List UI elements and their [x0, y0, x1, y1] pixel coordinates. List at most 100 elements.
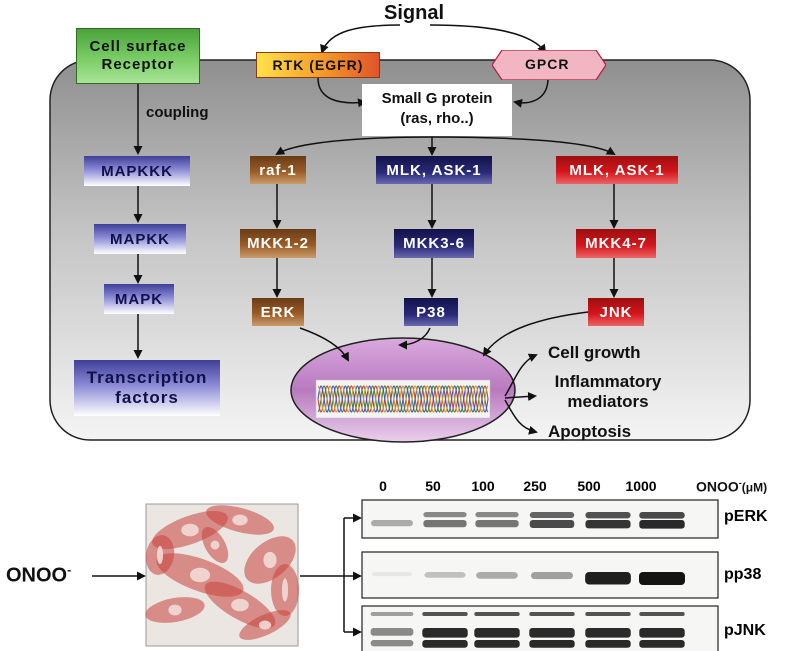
rtk-to-smallg-arrow	[317, 77, 367, 108]
cell-nucleus	[156, 546, 164, 564]
pjnk-label: pJNK	[724, 622, 766, 639]
concentration-unit-label: ONOO-(μM)	[696, 478, 767, 495]
blot-band	[370, 612, 414, 616]
tf-line2: factors	[115, 388, 179, 407]
p38-to-nucleus-arrow	[398, 327, 431, 350]
blot-band	[474, 640, 520, 648]
mkk36-box: MKK3-6	[394, 229, 474, 258]
signal-arrow-right	[429, 24, 547, 54]
onoo-stimulus-label: ONOO-	[6, 563, 71, 588]
cell-nucleus	[168, 604, 182, 616]
blot-band	[530, 572, 574, 580]
smallg-to-raf-arrow	[275, 136, 433, 156]
erk-box: ERK	[252, 298, 304, 326]
blot-band	[371, 572, 413, 577]
to-inflam-arrow	[504, 391, 537, 401]
cell-nucleus	[231, 598, 249, 612]
blot-band	[585, 512, 631, 519]
blot-band	[639, 572, 685, 585]
cell-micrograph	[145, 503, 299, 647]
cell-surface-receptor-box: Cell surface Receptor	[76, 28, 200, 84]
cell-nucleus	[263, 551, 277, 569]
erk-to-nucleus-arrow	[299, 327, 349, 362]
mapk-box: MAPK	[104, 284, 174, 314]
to-growth-arrow	[504, 353, 538, 397]
mlk-ask1-red-box: MLK, ASK-1	[556, 156, 678, 184]
blot-panel	[361, 499, 719, 539]
inflammatory-mediators-label: Inflammatory mediators	[538, 372, 678, 412]
lane-header: 500	[577, 478, 601, 494]
jnk-box: JNK	[588, 298, 644, 326]
blot-band	[529, 520, 575, 528]
blot-band	[585, 572, 631, 585]
inflam-line2: mediators	[567, 392, 649, 411]
blot-band	[370, 640, 414, 647]
blot-band	[585, 612, 631, 616]
small-g-protein-box: Small G protein (ras, rho..)	[362, 84, 512, 136]
to-apoptosis-arrow	[504, 399, 538, 435]
unit-sup: -	[738, 478, 742, 488]
smallg-to-mlk-red-arrow	[431, 136, 616, 156]
western-blots	[361, 499, 719, 651]
blot-band	[371, 520, 413, 527]
lane-header: 100	[471, 478, 495, 494]
rtk-label: RTK (EGFR)	[272, 57, 364, 73]
blot-band	[423, 520, 467, 528]
blot-band	[370, 628, 414, 636]
rtk-egfr-box: RTK (EGFR)	[256, 52, 380, 78]
blot-band	[585, 640, 631, 648]
blot-band	[585, 520, 631, 529]
mapkkk-box: MAPKKK	[84, 156, 190, 186]
onoo-text: ONOO	[6, 564, 68, 587]
blot-band	[422, 628, 468, 638]
lane-header-row: 0 50 100 250 500 1000 ONOO-(μM)	[370, 478, 800, 500]
dna-strand	[317, 385, 489, 413]
small-g-examples: (ras, rho..)	[400, 110, 474, 127]
dna-helix-icon	[317, 385, 489, 413]
blot-band	[585, 628, 631, 638]
inflam-line1: Inflammatory	[554, 372, 662, 391]
cell-nucleus	[232, 514, 248, 526]
small-g-label: Small G protein	[381, 90, 493, 107]
mkk12-box: MKK1-2	[240, 229, 316, 258]
blot-band	[474, 612, 520, 616]
receptor-label: Cell surface Receptor	[89, 38, 187, 73]
cell-nucleus	[181, 523, 199, 537]
cell-growth-label: Cell growth	[548, 343, 641, 362]
blot-band	[529, 512, 575, 518]
raf1-box: raf-1	[250, 156, 306, 184]
blot-band	[529, 640, 575, 648]
blot-band	[475, 512, 519, 518]
mlk-ask1-box: MLK, ASK-1	[376, 156, 492, 184]
blot-band	[529, 612, 575, 616]
pp38-label: pp38	[724, 566, 762, 583]
gpcr-label: GPCR	[525, 56, 570, 72]
blot-band	[422, 640, 468, 648]
lane-header: 50	[425, 478, 441, 494]
mapkk-box: MAPKK	[94, 224, 186, 254]
blot-band	[423, 512, 467, 518]
cell-nucleus	[258, 620, 272, 630]
cell-nucleus	[281, 578, 289, 602]
gpcr-to-smallg-arrow	[513, 77, 549, 108]
blot-band	[476, 572, 518, 579]
blot-band	[474, 628, 520, 638]
unit-onoo-text: ONOO	[696, 478, 739, 495]
dna-strand	[317, 385, 489, 413]
blot-band	[639, 520, 685, 529]
blot-band	[639, 512, 685, 519]
blot-band	[424, 572, 466, 578]
blot-band	[639, 612, 685, 616]
p38-box: P38	[404, 298, 458, 326]
blot-band	[639, 628, 685, 638]
blot-band	[639, 640, 685, 648]
lane-header: 1000	[625, 478, 657, 494]
dna-strand	[317, 385, 489, 413]
lane-header: 250	[523, 478, 547, 494]
lane-header: 0	[379, 478, 387, 494]
apoptosis-label: Apoptosis	[548, 422, 632, 441]
coupling-label: coupling	[146, 104, 209, 121]
signal-arrow-left	[320, 24, 401, 54]
onoo-sup: -	[67, 563, 72, 577]
blot-band	[529, 628, 575, 638]
